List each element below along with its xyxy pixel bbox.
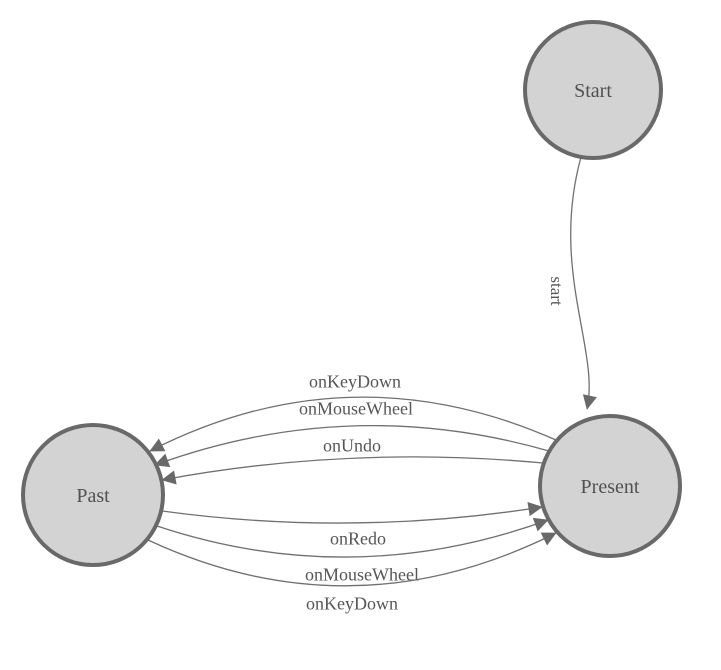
edge-present-to-past-onundo[interactable] [161, 456, 544, 485]
node-circle-present[interactable] [538, 414, 682, 558]
node-present[interactable]: Present [538, 414, 682, 558]
edge-present-to-past-onkeydown[interactable] [149, 396, 557, 452]
edge-present-to-past-onmousewheel[interactable] [154, 425, 550, 468]
node-label-start: Start [574, 80, 612, 102]
node-past[interactable]: Past [21, 423, 165, 567]
edge-past-to-present-onmousewheel[interactable] [156, 517, 549, 558]
edge-label-past-to-present-onkeydown: onKeyDown [306, 593, 398, 613]
edge-past-to-present-onkeydown[interactable] [147, 532, 557, 587]
node-label-present: Present [581, 476, 640, 498]
edge-label-present-to-past-onmousewheel: onMouseWheel [299, 398, 413, 418]
edge-label-past-to-present-onmousewheel: onMouseWheel [305, 564, 419, 584]
node-start[interactable]: Start [523, 20, 663, 160]
edge-past-to-present-onredo[interactable] [161, 502, 543, 524]
node-circle-past[interactable] [21, 423, 165, 567]
edge-label-present-to-past-onkeydown: onKeyDown [309, 371, 401, 391]
edge-label-start-to-present: start [547, 276, 566, 306]
edge-label-past-to-present-onredo: onRedo [330, 528, 386, 548]
edge-label-present-to-past-onundo: onUndo [323, 435, 381, 455]
node-label-past: Past [76, 485, 110, 507]
edges-layer: start onKeyDown onMouseWheel onUndo onRedo on… [147, 156, 597, 613]
node-circle-start[interactable] [523, 20, 663, 160]
edge-start-to-present[interactable] [570, 156, 597, 410]
